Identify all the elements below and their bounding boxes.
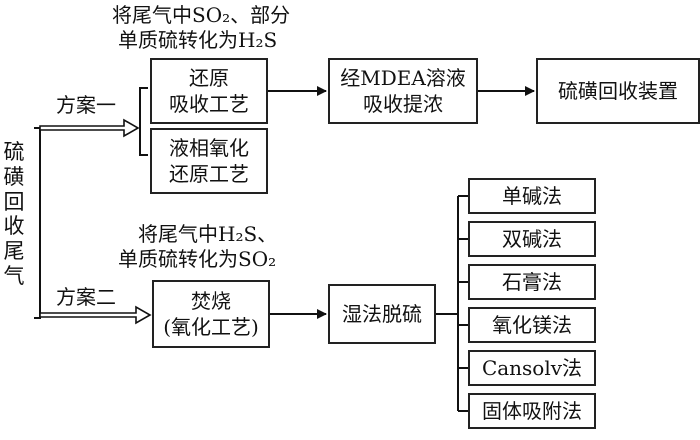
method-box: 双碱法 xyxy=(468,221,596,257)
method-box: 氧化镁法 xyxy=(468,307,596,343)
hollow-arrow-scheme1 xyxy=(39,118,140,138)
hollow-arrow-scheme2 xyxy=(39,305,152,325)
method-box: 固体吸附法 xyxy=(468,393,596,429)
mdea-absorption-box: 经MDEA溶液吸收提浓 xyxy=(328,58,478,124)
scheme1-label: 方案一 xyxy=(56,93,116,117)
method-box: 石膏法 xyxy=(468,264,596,300)
brace-scheme1 xyxy=(139,87,148,156)
scheme1-note-line1: 将尾气中SO₂、部分 xyxy=(112,3,291,27)
left-title: 硫磺回收尾气 xyxy=(3,140,25,288)
method-box: Cansolv法 xyxy=(468,350,596,386)
scheme2-note-line2: 单质硫转化为SO₂ xyxy=(118,247,277,271)
scheme1-note-line2: 单质硫转化为H₂S xyxy=(118,28,278,52)
liquid-oxidation-box: 液相氧化还原工艺 xyxy=(150,128,268,194)
sulfur-recovery-box: 硫磺回收装置 xyxy=(536,58,700,124)
incineration-box: 焚烧(氧化工艺) xyxy=(152,280,270,348)
method-box: 单碱法 xyxy=(468,178,596,214)
left-trunk-line xyxy=(34,127,41,319)
wet-desulfurization-box: 湿法脱硫 xyxy=(328,284,436,344)
reduction-absorption-box: 还原吸收工艺 xyxy=(150,58,268,124)
scheme2-label: 方案二 xyxy=(56,285,116,309)
scheme2-note-line1: 将尾气中H₂S、 xyxy=(138,222,278,246)
